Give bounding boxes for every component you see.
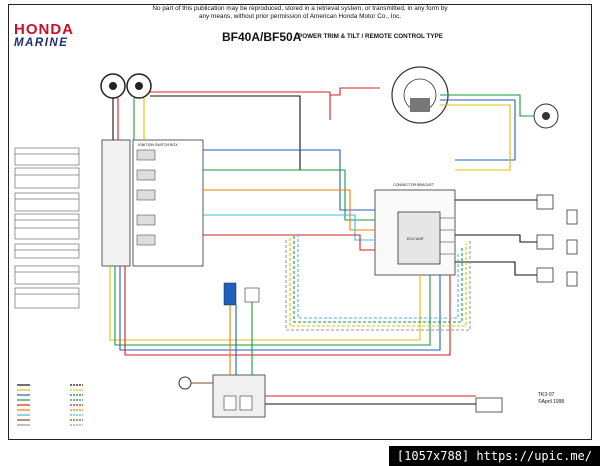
- fuse-connector: [223, 282, 260, 306]
- copyright-notice: No part of this publication may be repro…: [152, 5, 448, 20]
- power-tilt-motor: [178, 376, 192, 390]
- switch-continuity-tables: [14, 147, 80, 309]
- alternator-flywheel: [391, 66, 449, 124]
- diagram-title: POWER TRIM & TILT / REMOTE CONTROL TYPE: [298, 33, 443, 40]
- model-title: BF40A/BF50A: [222, 30, 302, 44]
- battery: [475, 397, 503, 413]
- print-date: ©April 1998: [538, 398, 564, 405]
- ignition-box-label: IGNITION SWITCH BOX: [138, 143, 178, 147]
- honda-logo: HONDA: [14, 21, 74, 38]
- trim-relay-box: [212, 374, 266, 418]
- marine-logo: MARINE: [14, 37, 69, 49]
- connector-bracket-label: CONNECTOR BRACKET: [393, 183, 435, 187]
- ecu-label: ECU UNIT: [407, 237, 425, 241]
- ignition-coils: [536, 194, 578, 287]
- gauge-trim-meter: [126, 73, 152, 99]
- part-number: TK3-07: [538, 392, 555, 398]
- gauge-tachometer: [100, 73, 126, 99]
- ecu-unit: [374, 189, 456, 276]
- pulser-coil: [533, 103, 559, 129]
- wire-harness: [109, 87, 537, 405]
- ignition-switch-box: [101, 139, 204, 267]
- watermark: [1057x788] https://upic.me/: [388, 446, 600, 466]
- wire-color-legend: [17, 384, 83, 426]
